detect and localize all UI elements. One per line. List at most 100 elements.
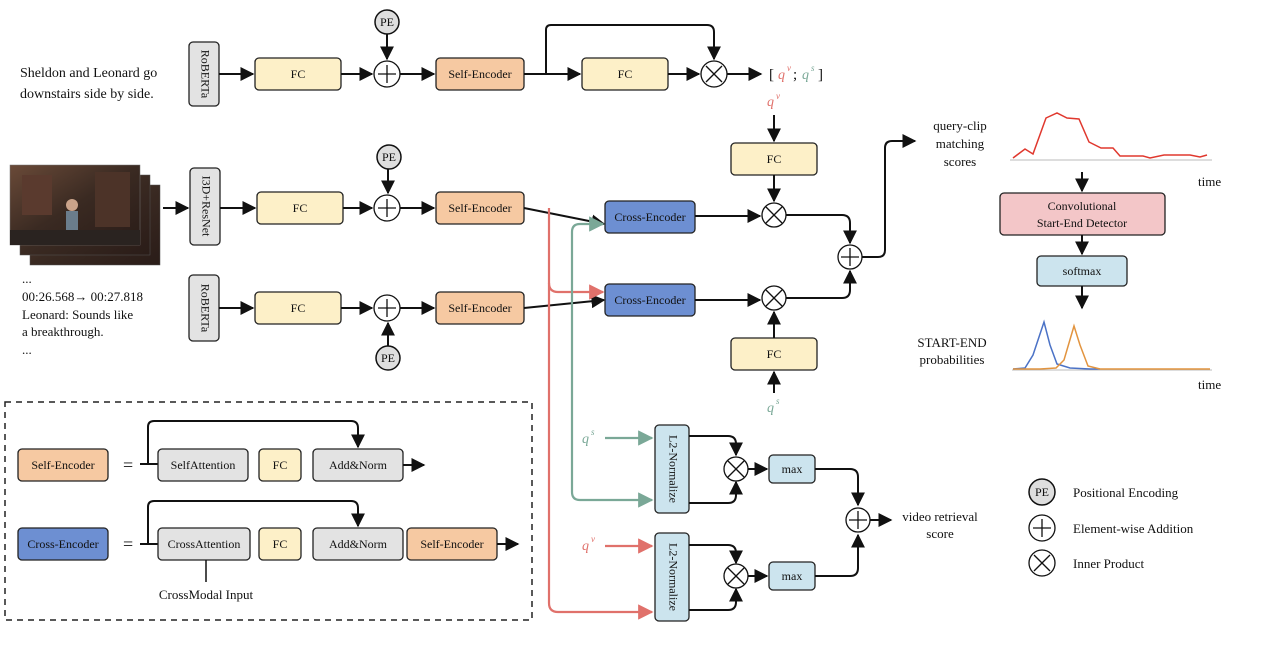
- svg-text:softmax: softmax: [1063, 264, 1102, 278]
- subtitle-line: Leonard: Sounds like: [22, 307, 133, 322]
- pe-icon: PE: [1028, 478, 1056, 506]
- pe-icon: PE: [375, 345, 401, 371]
- plus-circle-icon: [837, 244, 863, 270]
- svg-text:FC: FC: [293, 201, 308, 215]
- pe-icon: PE: [376, 144, 402, 170]
- svg-text:Self-Encoder: Self-Encoder: [31, 458, 94, 472]
- plus-circle-icon: [845, 507, 871, 533]
- qs-label-retrieval: q s: [582, 427, 595, 447]
- max-box-bottom: max: [768, 561, 816, 591]
- svg-text:score: score: [926, 526, 954, 541]
- cross-encoder-box-video: Cross-Encoder: [604, 200, 696, 234]
- roberta-box-query: RoBERTa: [188, 41, 220, 107]
- svg-text:;: ;: [793, 67, 797, 83]
- start-end-label: START-END: [917, 335, 986, 350]
- roberta-box-subtitle: RoBERTa: [188, 274, 220, 342]
- svg-text:q: q: [802, 68, 809, 83]
- subtitle-line: ...: [22, 342, 32, 357]
- svg-text:Cross-Encoder: Cross-Encoder: [614, 293, 685, 307]
- video-frames-image: [9, 164, 161, 266]
- svg-text:q: q: [582, 432, 589, 447]
- encoder-legend-box: [4, 401, 533, 621]
- svg-text:q: q: [767, 95, 774, 110]
- svg-text:FC: FC: [291, 301, 306, 315]
- svg-text:Self-Encoder: Self-Encoder: [448, 201, 511, 215]
- svg-text:max: max: [782, 462, 803, 476]
- legend-label: Inner Product: [1073, 556, 1145, 571]
- svg-text:Cross-Encoder: Cross-Encoder: [614, 210, 685, 224]
- l2-normalize-box-bottom: L2-Normalize: [654, 532, 690, 622]
- matching-scores-label: query-clip: [933, 118, 986, 133]
- svg-text:RoBERTa: RoBERTa: [198, 50, 212, 99]
- svg-text:v: v: [787, 63, 791, 73]
- svg-text:SelfAttention: SelfAttention: [171, 458, 236, 472]
- time-label: time: [1198, 174, 1221, 189]
- l2-normalize-box-top: L2-Normalize: [654, 424, 690, 514]
- svg-text:FC: FC: [291, 67, 306, 81]
- conv-detector-box: Convolutional Start-End Detector: [999, 192, 1166, 236]
- svg-text:FC: FC: [618, 67, 633, 81]
- times-circle-icon: [761, 285, 787, 311]
- plus-circle-icon: [373, 60, 401, 88]
- time-label: time: [1198, 377, 1221, 392]
- query-text-line-1: Sheldon and Leonard go: [20, 66, 157, 81]
- qs-label-bottom: q s: [767, 396, 780, 416]
- svg-text:q: q: [582, 539, 589, 554]
- legend-label: Element-wise Addition: [1073, 521, 1194, 536]
- fc-box-qs: FC: [730, 337, 818, 371]
- fc-box-query: FC: [254, 57, 342, 91]
- svg-text:matching: matching: [936, 136, 985, 151]
- svg-text:Cross-Encoder: Cross-Encoder: [27, 537, 98, 551]
- times-circle-icon: [761, 202, 787, 228]
- svg-text:FC: FC: [273, 458, 288, 472]
- svg-text:v: v: [776, 91, 780, 101]
- start-end-curves: [1012, 319, 1212, 371]
- add-norm-box: Add&Norm: [312, 448, 404, 482]
- svg-text:v: v: [591, 534, 595, 544]
- self-encoder-legend-tag: Self-Encoder: [17, 448, 109, 482]
- query-vectors-output: [ q v ; q s ]: [769, 63, 823, 83]
- matching-scores-curve: [1010, 112, 1212, 161]
- fc-box-legend: FC: [258, 448, 302, 482]
- svg-text:q: q: [767, 401, 774, 416]
- cross-encoder-box-subtitle: Cross-Encoder: [604, 283, 696, 317]
- svg-text:PE: PE: [380, 15, 394, 29]
- add-norm-box: Add&Norm: [312, 527, 404, 561]
- fc-box-qv: FC: [730, 142, 818, 176]
- svg-text:PE: PE: [1035, 485, 1049, 499]
- svg-text:Self-Encoder: Self-Encoder: [448, 67, 511, 81]
- times-circle-icon: [723, 456, 749, 482]
- svg-text:PE: PE: [381, 351, 395, 365]
- subtitle-line: ...: [22, 271, 32, 286]
- svg-text:L2-Normalize: L2-Normalize: [666, 543, 680, 611]
- plus-circle-icon: [1028, 514, 1056, 542]
- cross-encoder-legend-tag: Cross-Encoder: [17, 527, 109, 561]
- fc-box-legend: FC: [258, 527, 302, 561]
- crossmodal-input-label: CrossModal Input: [159, 587, 254, 602]
- times-circle-icon: [723, 563, 749, 589]
- self-encoder-box-subtitle: Self-Encoder: [435, 291, 525, 325]
- legend-label: Positional Encoding: [1073, 485, 1179, 500]
- svg-text:CrossAttention: CrossAttention: [168, 537, 241, 551]
- svg-text:Start-End Detector: Start-End Detector: [1037, 216, 1127, 230]
- max-box-top: max: [768, 454, 816, 484]
- svg-text:max: max: [782, 569, 803, 583]
- self-attention-box: SelfAttention: [157, 448, 249, 482]
- svg-text:Self-Encoder: Self-Encoder: [448, 301, 511, 315]
- video-retrieval-label: video retrieval: [902, 509, 978, 524]
- svg-text:s: s: [811, 63, 815, 73]
- svg-text:Add&Norm: Add&Norm: [329, 537, 388, 551]
- subtitle-line: 00:26.568→ 00:27.818: [22, 289, 143, 304]
- svg-text:Add&Norm: Add&Norm: [329, 458, 388, 472]
- svg-text:[: [: [769, 67, 774, 83]
- qv-label-retrieval: q v: [582, 534, 595, 554]
- equals-sign: =: [123, 534, 133, 554]
- subtitle-line: a breakthrough.: [22, 324, 104, 339]
- svg-text:FC: FC: [273, 537, 288, 551]
- fc-box-query-2: FC: [581, 57, 669, 91]
- svg-text:RoBERTa: RoBERTa: [198, 284, 212, 333]
- svg-text:FC: FC: [767, 347, 782, 361]
- self-encoder-box-query: Self-Encoder: [435, 57, 525, 91]
- self-encoder-box-legend: Self-Encoder: [406, 527, 498, 561]
